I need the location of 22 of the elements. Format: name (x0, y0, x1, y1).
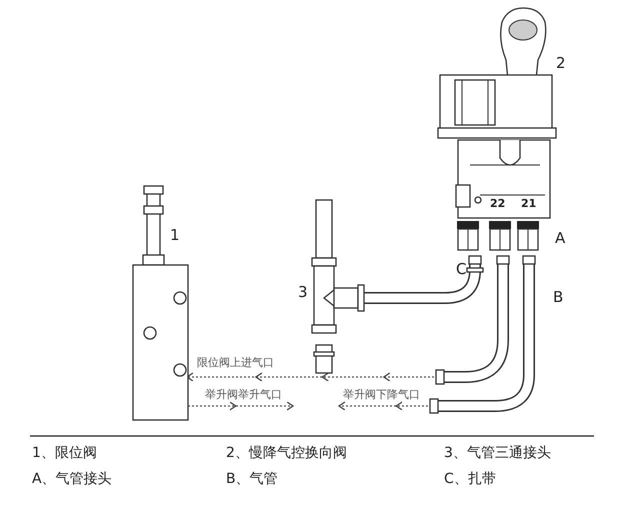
port-number: 21 (521, 198, 536, 209)
key-text: 3、气管三通接头 (444, 446, 551, 460)
dashed-arrow (338, 402, 428, 410)
dashed-arrow (188, 402, 294, 410)
callout-number: 1 (170, 228, 180, 243)
callout-number: B (553, 290, 564, 305)
callout-number: A (555, 231, 566, 246)
edge-label: 举升阀下降气口 (343, 389, 420, 400)
air-pipe-drawing (428, 254, 536, 416)
key-text: A、气管接头 (32, 472, 112, 486)
edge-label: 举升阀举升气口 (205, 389, 282, 400)
key-text: 2、慢降气控换向阀 (226, 446, 347, 460)
key-text: 1、限位阀 (32, 446, 97, 460)
callout-number: C (456, 262, 466, 277)
port-number: 22 (490, 198, 506, 209)
key-text: B、气管 (226, 472, 278, 486)
callout-number: 3 (298, 285, 308, 300)
edge-label: 限位阀上进气口 (197, 357, 274, 368)
key-text: C、扎带 (444, 472, 496, 486)
limit-valve-drawing (130, 184, 188, 422)
dashed-arrow (188, 372, 434, 381)
callout-number: 2 (556, 56, 566, 71)
